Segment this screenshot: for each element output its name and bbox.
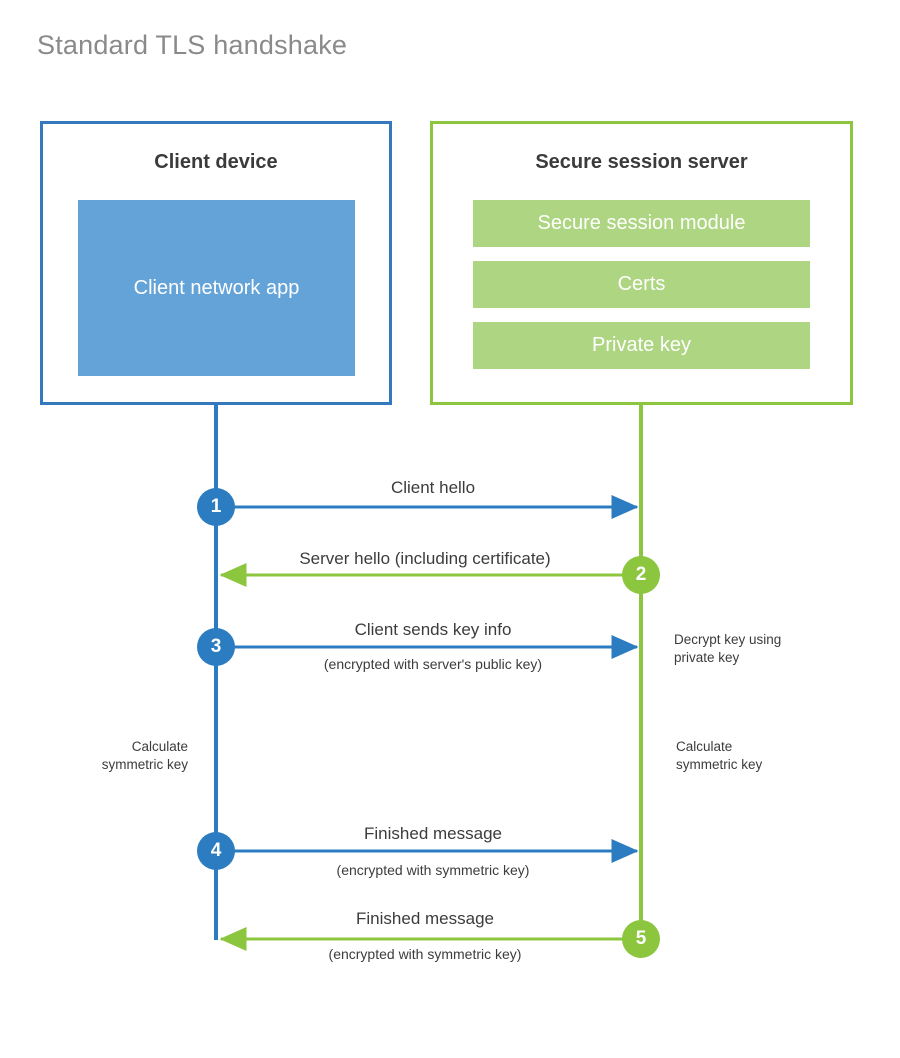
note-decrypt-key: Decrypt key using private key [674, 632, 782, 666]
step-circle-4[interactable]: 4 [197, 832, 235, 870]
message-secondary-step-5: (encrypted with symmetric key) [328, 946, 522, 962]
message-primary-step-5: Finished message [356, 909, 494, 928]
message-primary-step-2: Server hello (including certificate) [299, 549, 551, 568]
client-network-app-box: Client network app [78, 200, 355, 376]
client-device-title: Client device [154, 151, 278, 173]
step-circle-3[interactable]: 3 [197, 628, 235, 666]
message-label-step-2: Server hello (including certificate) [221, 549, 629, 569]
step-circle-5[interactable]: 5 [622, 920, 660, 958]
message-secondary-step-3: (encrypted with server's public key) [323, 656, 543, 672]
message-secondary-wrap-step-5: (encrypted with symmetric key) [221, 946, 629, 963]
message-secondary-wrap-step-3: (encrypted with server's public key) [229, 656, 637, 673]
message-primary-step-1: Client hello [390, 478, 476, 497]
client-device-box: Client device Client network app [40, 121, 392, 405]
message-label-step-4: Finished message [229, 824, 637, 844]
secure-session-server-title: Secure session server [535, 151, 748, 173]
message-label-step-3: Client sends key info [229, 620, 637, 640]
message-label-step-5: Finished message [221, 909, 629, 929]
server-component-certs: Certs [473, 261, 810, 308]
message-primary-step-3: Client sends key info [354, 620, 512, 639]
message-primary-step-4: Finished message [364, 824, 502, 843]
page-title: Standard TLS handshake [37, 30, 348, 60]
note-calculate-symmetric-key-client: Calculate symmetric key [101, 739, 188, 773]
server-component-secure-session-module: Secure session module [473, 200, 810, 247]
step-circle-1[interactable]: 1 [197, 488, 235, 526]
message-secondary-wrap-step-4: (encrypted with symmetric key) [229, 862, 637, 879]
message-secondary-step-4: (encrypted with symmetric key) [336, 862, 530, 878]
note-calculate-symmetric-key-server: Calculate symmetric key [676, 739, 763, 773]
message-label-step-1: Client hello [229, 478, 637, 498]
server-component-list: Secure session module Certs Private key [473, 200, 810, 383]
step-circle-2[interactable]: 2 [622, 556, 660, 594]
server-component-private-key: Private key [473, 322, 810, 369]
secure-session-server-box: Secure session server Secure session mod… [430, 121, 853, 405]
